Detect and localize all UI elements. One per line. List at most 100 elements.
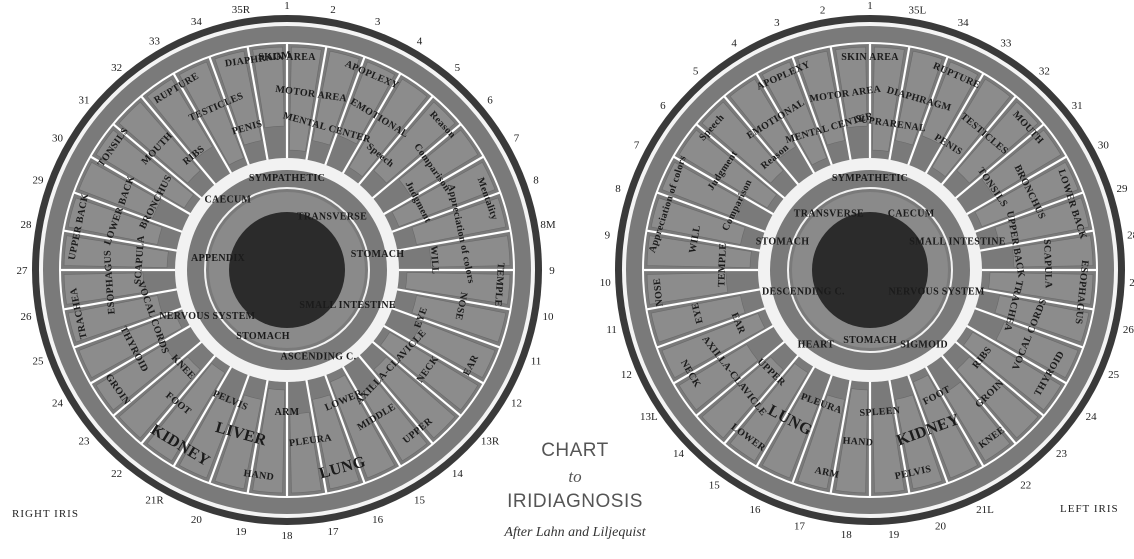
clock-number: 11 bbox=[606, 324, 617, 336]
clock-number: 27 bbox=[1129, 277, 1134, 289]
caption-attribution: After Lahn and Liljequist bbox=[450, 525, 700, 541]
center-label: SMALL INTESTINE bbox=[299, 300, 396, 311]
clock-number: 34 bbox=[191, 16, 203, 28]
center-label: SMALL INTESTINE bbox=[909, 237, 1006, 248]
clock-number: 26 bbox=[21, 311, 33, 323]
clock-number: 28 bbox=[21, 219, 33, 231]
clock-number: 20 bbox=[191, 514, 203, 526]
caption-to: to bbox=[520, 467, 630, 487]
clock-number: 27 bbox=[17, 265, 29, 277]
clock-number: 2 bbox=[330, 4, 336, 16]
clock-number: 9 bbox=[605, 229, 611, 241]
clock-number: 28 bbox=[1127, 229, 1134, 241]
clock-number: 1 bbox=[867, 0, 873, 12]
center-label: SYMPATHETIC bbox=[249, 173, 325, 184]
clock-number: 32 bbox=[111, 62, 122, 74]
pupil bbox=[812, 212, 928, 328]
clock-number: 16 bbox=[372, 514, 384, 526]
clock-number: 30 bbox=[1098, 139, 1110, 151]
center-label: STOMACH bbox=[351, 249, 405, 260]
clock-number: 19 bbox=[888, 529, 900, 541]
center-label: APPENDIX bbox=[191, 253, 246, 264]
clock-number: 15 bbox=[709, 479, 721, 491]
clock-number: 16 bbox=[750, 504, 762, 516]
center-label: NERVOUS SYSTEM bbox=[888, 287, 984, 298]
right-iris-diagram: 123456788M910111213R1415161718192021R222… bbox=[17, 0, 556, 542]
clock-number: 29 bbox=[1117, 183, 1129, 195]
clock-number: 4 bbox=[731, 38, 737, 50]
clock-number: 7 bbox=[634, 139, 640, 151]
clock-number: 21R bbox=[145, 494, 164, 506]
clock-number: 23 bbox=[78, 435, 90, 447]
clock-number: 22 bbox=[1020, 479, 1031, 491]
clock-number: 2 bbox=[820, 4, 826, 16]
clock-number: 29 bbox=[32, 174, 44, 186]
clock-number: 22 bbox=[111, 468, 122, 480]
clock-number: 35L bbox=[908, 4, 926, 16]
clock-number: 33 bbox=[149, 36, 161, 48]
clock-number: 23 bbox=[1056, 448, 1068, 460]
zone-label: ARM bbox=[275, 407, 300, 418]
right-iris-label: RIGHT IRIS bbox=[12, 508, 79, 520]
clock-number: 18 bbox=[841, 529, 853, 541]
center-label: NERVOUS SYSTEM bbox=[159, 311, 255, 322]
clock-number: 14 bbox=[673, 448, 685, 460]
clock-number: 14 bbox=[452, 468, 464, 480]
clock-number: 18 bbox=[282, 530, 294, 542]
clock-number: 3 bbox=[774, 17, 780, 29]
clock-number: 32 bbox=[1039, 65, 1050, 77]
clock-number: 30 bbox=[52, 133, 64, 145]
left-iris-diagram: 12345678910111213L1415161718192021L22232… bbox=[600, 0, 1134, 541]
left-iris-label: LEFT IRIS bbox=[1060, 503, 1119, 515]
zone-label: HAND bbox=[842, 436, 873, 449]
caption-chart: CHART bbox=[520, 440, 630, 462]
zone-label: TEMPLE bbox=[716, 243, 729, 287]
clock-number: 25 bbox=[32, 356, 44, 368]
clock-number: 1 bbox=[284, 0, 290, 12]
clock-number: 13R bbox=[481, 435, 500, 447]
clock-number: 9 bbox=[549, 265, 555, 277]
center-label: TRANSVERSE bbox=[794, 208, 864, 219]
clock-number: 5 bbox=[693, 65, 699, 77]
clock-number: 7 bbox=[514, 133, 520, 145]
clock-number: 15 bbox=[414, 494, 426, 506]
clock-number: 34 bbox=[958, 17, 970, 29]
clock-number: 6 bbox=[660, 100, 666, 112]
clock-number: 17 bbox=[794, 520, 806, 532]
clock-number: 4 bbox=[417, 36, 423, 48]
clock-number: 24 bbox=[52, 398, 64, 410]
clock-number: 13L bbox=[640, 411, 658, 423]
clock-number: 25 bbox=[1108, 369, 1120, 381]
zone-label: SKIN AREA bbox=[841, 52, 899, 63]
clock-number: 8M bbox=[540, 219, 556, 231]
clock-number: 10 bbox=[542, 311, 554, 323]
clock-number: 3 bbox=[375, 16, 381, 28]
center-label: TRANSVERSE bbox=[297, 211, 367, 222]
clock-number: 35R bbox=[232, 4, 251, 16]
clock-number: 12 bbox=[511, 398, 522, 410]
center-label: DESCENDING C. bbox=[762, 287, 845, 298]
zone-label: WILL bbox=[428, 245, 441, 274]
center-label: SIGMOID bbox=[900, 339, 948, 350]
clock-number: 21L bbox=[976, 504, 994, 516]
center-label: STOMACH bbox=[756, 237, 810, 248]
clock-number: 26 bbox=[1123, 324, 1134, 336]
center-label: SYMPATHETIC bbox=[832, 173, 908, 184]
clock-number: 24 bbox=[1086, 411, 1098, 423]
center-label: STOMACH bbox=[843, 335, 897, 346]
center-label: ASCENDING C. bbox=[281, 351, 357, 362]
caption-iridiagnosis: IRIDIAGNOSIS bbox=[480, 491, 670, 513]
clock-number: 17 bbox=[328, 526, 340, 538]
clock-number: 31 bbox=[1072, 100, 1083, 112]
clock-number: 6 bbox=[487, 95, 493, 107]
clock-number: 31 bbox=[78, 95, 89, 107]
clock-number: 12 bbox=[621, 369, 632, 381]
clock-number: 8 bbox=[615, 183, 621, 195]
clock-number: 11 bbox=[531, 356, 542, 368]
center-label: HEART bbox=[798, 339, 835, 350]
center-label: CAECUM bbox=[888, 208, 935, 219]
clock-number: 10 bbox=[600, 277, 612, 289]
clock-number: 19 bbox=[235, 526, 247, 538]
center-label: CAECUM bbox=[204, 195, 251, 206]
